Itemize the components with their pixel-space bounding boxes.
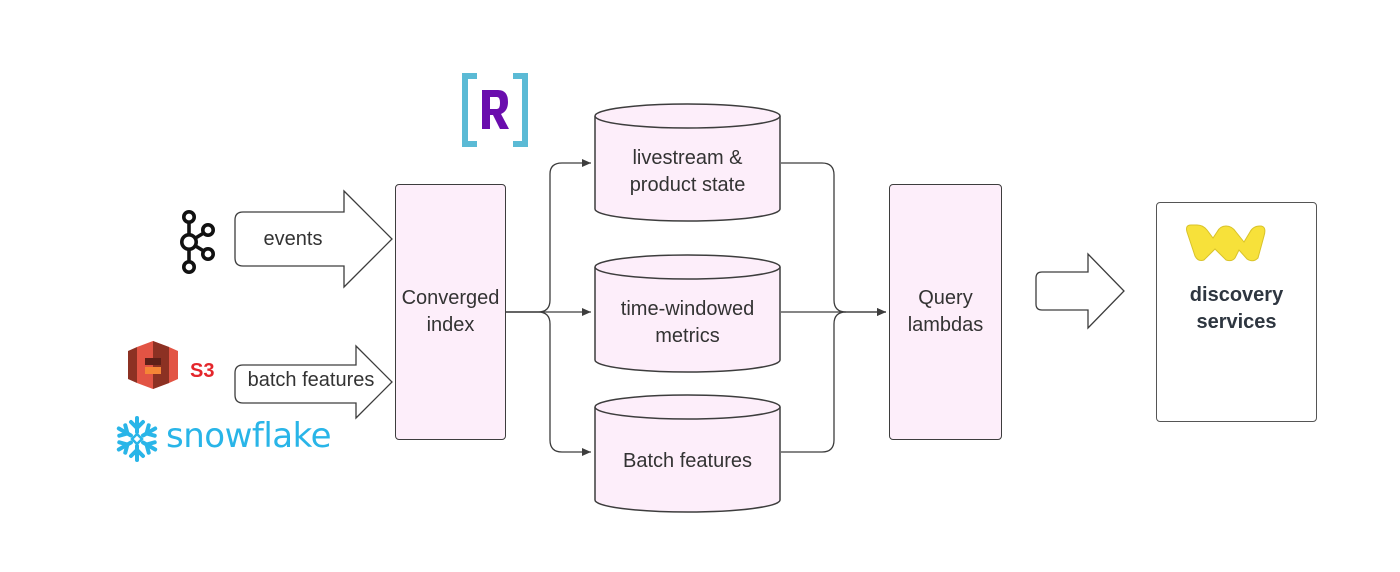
batch-features-label: batch features — [247, 368, 375, 391]
datastore-metrics: time-windowed metrics — [594, 254, 781, 373]
datastore-label: livestream & product state — [629, 147, 746, 196]
snowflake-label: snowflake — [166, 416, 332, 456]
datastore-label: time-windowed metrics — [620, 298, 755, 347]
whatnot-logo — [1186, 224, 1266, 262]
query-lambdas-node: Query lambdas — [889, 184, 1002, 440]
converged-index-node: Converged index — [395, 184, 506, 440]
edge-index-to-livestream — [506, 159, 591, 313]
snowflake-icon — [116, 416, 158, 462]
batch-block-arrow — [234, 344, 393, 420]
edge-index-to-batch — [506, 311, 591, 456]
datastore-livestream: livestream & product state — [594, 103, 781, 222]
edge-batch-to-lambdas — [781, 311, 847, 453]
output-block-arrow — [1035, 252, 1125, 330]
rockset-logo — [462, 73, 528, 147]
s3-label: S3 — [190, 360, 215, 382]
edge-livestream-to-lambdas — [781, 162, 886, 316]
events-label: events — [263, 227, 323, 250]
kafka-icon — [180, 210, 215, 274]
datastore-batch: Batch features — [594, 394, 781, 513]
aws-s3-icon — [128, 341, 178, 389]
discovery-services-label: discovery services — [1189, 284, 1284, 333]
datastore-label: Batch features — [623, 449, 752, 472]
events-block-arrow — [234, 189, 393, 289]
